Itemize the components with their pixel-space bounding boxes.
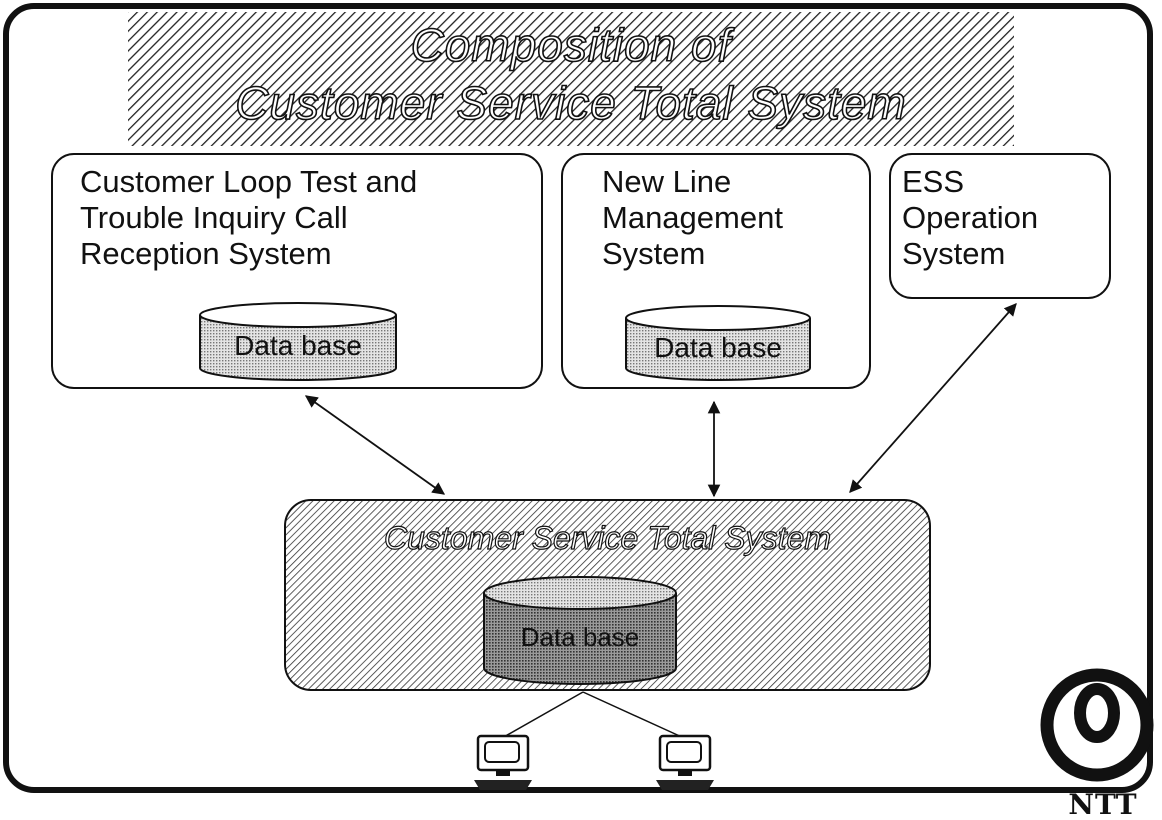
- ntt-logo-icon: [1040, 668, 1154, 782]
- system-3-line-3: System: [902, 236, 1006, 271]
- system-2-line-3: System: [602, 236, 706, 271]
- diagram-title-line-1: Composition of: [410, 18, 732, 72]
- computer-terminal-icon: [656, 734, 714, 790]
- database-cylinder-central: [483, 576, 677, 685]
- system-1-line-2: Trouble Inquiry Call: [80, 200, 348, 235]
- system-1-line-3: Reception System: [80, 236, 332, 271]
- system-2-line-1: New Line: [602, 164, 732, 199]
- system-box-customer-loop: [51, 153, 543, 389]
- diagram-title-line-2: Customer Service Total System: [234, 76, 907, 130]
- computer-terminal-icon: [474, 734, 532, 790]
- connector-arrow-ess: [849, 303, 1017, 493]
- terminal-line-2: [582, 691, 685, 739]
- database-cylinder-1: [199, 302, 397, 381]
- terminal-line-1: [501, 691, 584, 739]
- ntt-logo-text: NTT: [1068, 788, 1138, 820]
- system-2-line-2: Management: [602, 200, 783, 235]
- system-3-line-2: Operation: [902, 200, 1039, 235]
- central-database-label: Data base: [520, 622, 640, 652]
- system-2-database-label: Data base: [654, 332, 782, 363]
- system-1-database-label: Data base: [234, 330, 362, 361]
- database-cylinder-2: [625, 305, 811, 381]
- system-1-line-1: Customer Loop Test and: [80, 164, 418, 199]
- connector-arrow-loop: [304, 395, 446, 495]
- outer-frame: [3, 3, 1153, 793]
- system-box-ess: [889, 153, 1111, 299]
- central-system-title: Customer Service Total System: [383, 519, 831, 556]
- system-3-line-1: ESS: [902, 164, 965, 199]
- title-banner: [128, 12, 1014, 146]
